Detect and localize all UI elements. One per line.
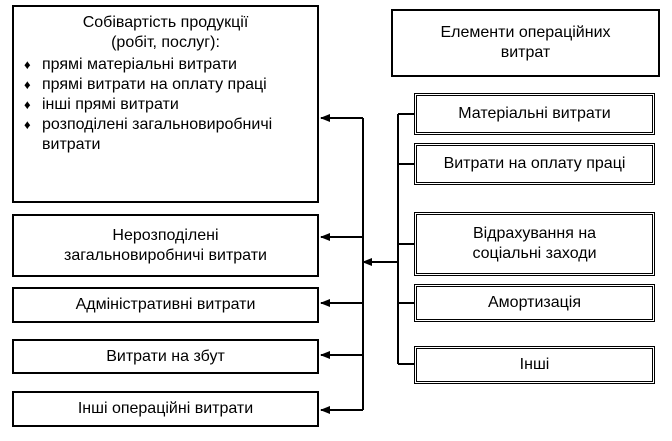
cost-of-production-box: Собівартість продукції (робіт, послуг): … bbox=[12, 5, 319, 203]
labor-costs-box: Витрати на оплату праці bbox=[414, 143, 655, 185]
other-operating-expenses-box: Інші операційні витрати bbox=[12, 391, 319, 427]
social-contributions-box: Відрахування на соціальні заходи bbox=[414, 212, 655, 276]
header-line2: витрат bbox=[500, 44, 551, 61]
operating-cost-elements-header: Елементи операційних витрат bbox=[391, 9, 660, 77]
sales-expenses-box: Витрати на збут bbox=[12, 339, 319, 374]
social-line2: соціальні заходи bbox=[472, 245, 597, 262]
list-item: прямі витрати на оплату праці bbox=[22, 75, 309, 95]
depreciation-box: Амортизація bbox=[414, 284, 655, 322]
unallocated-line2: загальновиробничі витрати bbox=[63, 246, 267, 264]
other-operating-label: Інші операційні витрати bbox=[77, 400, 254, 417]
sales-label: Витрати на збут bbox=[106, 347, 225, 365]
admin-label: Адміністративні витрати bbox=[75, 296, 256, 313]
list-item: прямі матеріальні витрати bbox=[22, 55, 309, 75]
depreciation-label: Амортизація bbox=[488, 294, 581, 311]
other-label: Інші bbox=[519, 356, 550, 373]
unallocated-line1: Нерозподілені bbox=[112, 226, 219, 244]
cost-box-title-line1: Собівартість продукції bbox=[82, 14, 249, 31]
material-label: Матеріальні витрати bbox=[458, 105, 611, 122]
other-elements-box: Інші bbox=[414, 346, 655, 384]
administrative-expenses-box: Адміністративні витрати bbox=[12, 287, 319, 323]
cost-box-title-line2: (робіт, послуг): bbox=[111, 34, 220, 51]
labor-label: Витрати на оплату праці bbox=[443, 155, 626, 172]
social-line1: Відрахування на bbox=[472, 225, 597, 242]
header-line1: Елементи операційних bbox=[440, 24, 611, 41]
list-item: інші прямі витрати bbox=[22, 95, 309, 115]
list-item: розподілені загальновиробничі витрати bbox=[22, 115, 309, 155]
material-costs-box: Матеріальні витрати bbox=[414, 93, 655, 135]
unallocated-overhead-box: Нерозподілені загальновиробничі витрати bbox=[12, 214, 319, 277]
cost-box-list: прямі матеріальні витрати прямі витрати … bbox=[22, 55, 309, 155]
